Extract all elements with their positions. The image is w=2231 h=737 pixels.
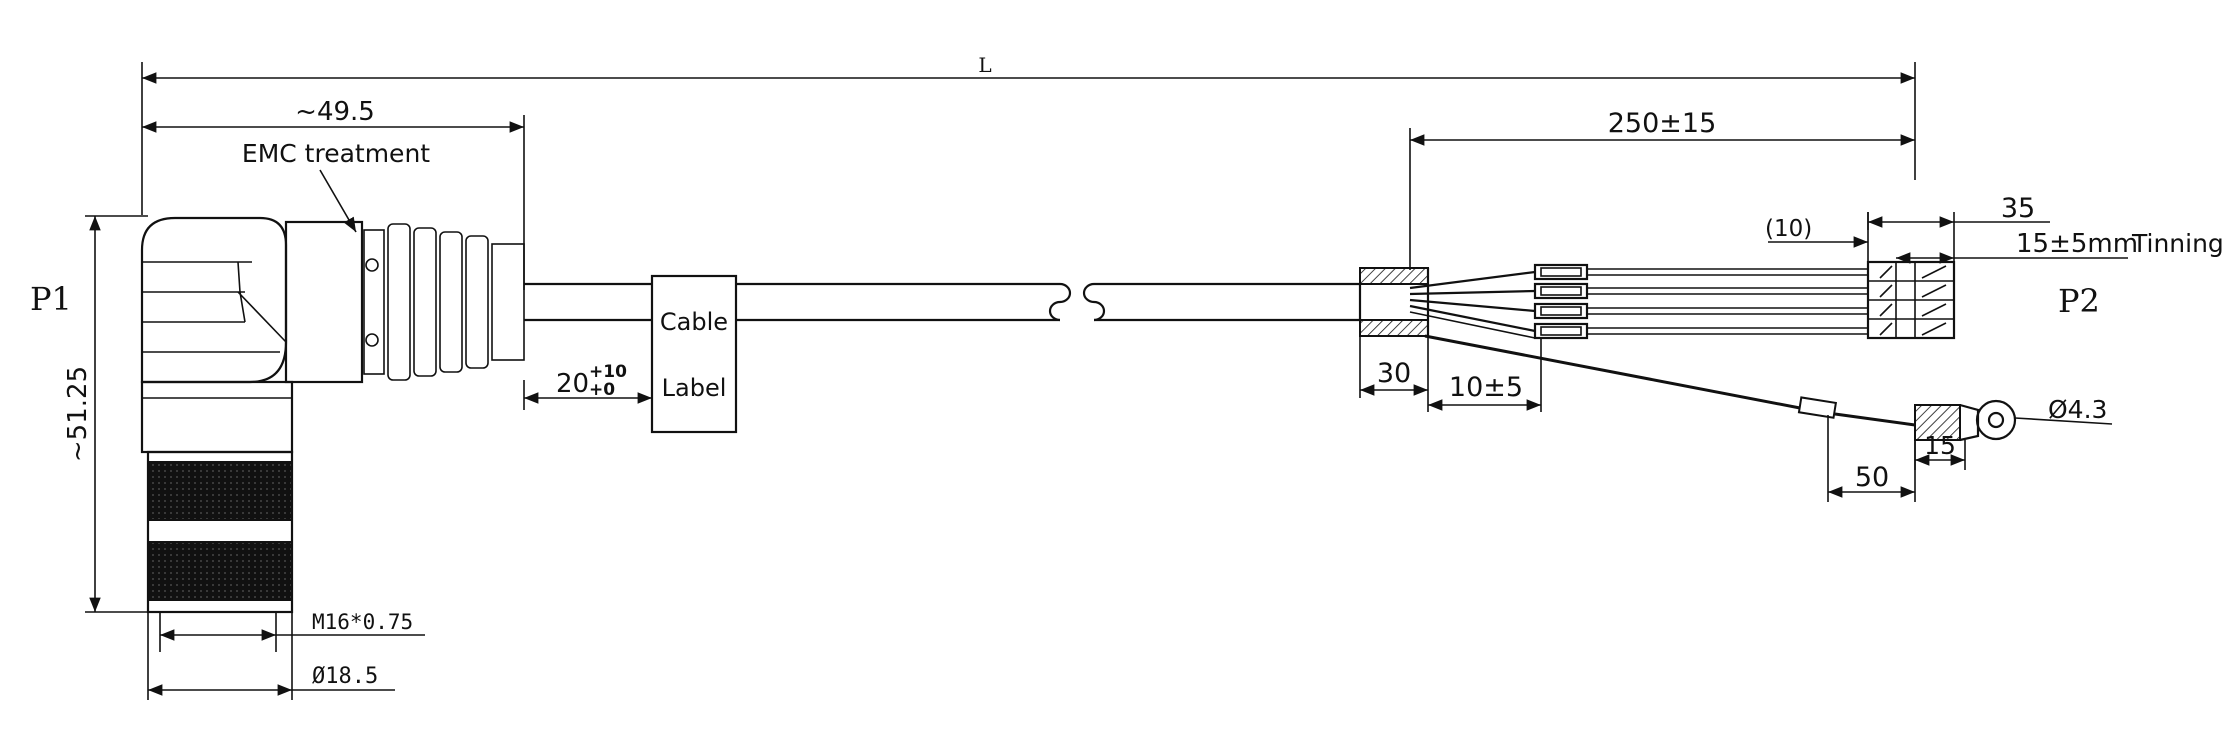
tinning-value: 15±5mm <box>2016 229 2138 259</box>
sleeve-length-text: 30 <box>1377 358 1411 389</box>
dimension-thread: M16*0.75 <box>159 610 425 652</box>
strip-reference-text: (10) <box>1765 216 1812 242</box>
tinning-label: Tinning <box>2131 229 2224 258</box>
dimension-label-offset: 20 +10 +0 <box>523 362 652 410</box>
ring-diameter-text: Ø4.3 <box>2048 395 2107 424</box>
wire-fanout <box>1409 270 1536 339</box>
dimension-breakout-length: 250±15 <box>1409 108 1915 270</box>
p1-label: P1 <box>30 280 72 318</box>
dimension-ring-diameter: Ø4.3 <box>2014 395 2113 425</box>
ground-wire <box>1424 334 2017 442</box>
cable-label-line1: Cable <box>660 308 728 336</box>
strip-length-text: 35 <box>2001 193 2035 224</box>
cable-label-sleeve: Cable Label <box>650 274 738 434</box>
p1-connector <box>140 216 525 614</box>
main-cable <box>524 282 1360 322</box>
dimension-sleeve-length: 30 <box>1359 336 1429 412</box>
ring-length-text: 15 <box>1924 431 1956 460</box>
dimension-ring-length: 15 <box>1914 431 1966 470</box>
label-offset-base: 20 <box>556 369 589 399</box>
emc-treatment-label: EMC treatment <box>242 139 430 168</box>
label-offset-plus: +10 <box>589 362 627 382</box>
connector-height-text: ~51.25 <box>63 366 93 462</box>
dimension-tinning: 15±5mm Tinning <box>1896 229 2224 264</box>
dimension-sleeve-to-ferrule: 10±5 <box>1428 338 1542 412</box>
dimension-overall-length: L <box>141 53 1916 215</box>
ground-marker-offset-text: 50 <box>1855 462 1889 493</box>
overall-length-text: L <box>978 53 991 77</box>
label-offset-minus: +0 <box>589 380 615 400</box>
dimension-ground-marker-offset: 50 <box>1827 415 1916 502</box>
dimension-strip-length: 35 <box>1867 193 2050 262</box>
dimension-body-diameter: Ø18.5 <box>147 612 395 700</box>
breakout-sleeve <box>1358 267 1430 337</box>
tinned-wire-ends <box>1866 260 1956 340</box>
sleeve-to-ferrule-text: 10±5 <box>1449 372 1523 403</box>
p2-label: P2 <box>2058 282 2100 320</box>
connector-length-text: ~49.5 <box>295 97 375 127</box>
breakout-length-text: 250±15 <box>1608 108 1717 139</box>
cable-label-line2: Label <box>662 374 727 402</box>
dimension-connector-height: ~51.25 <box>63 215 148 613</box>
wire-ferrules <box>1533 263 1868 340</box>
dimension-strip-reference: (10) <box>1765 212 1869 262</box>
thread-text: M16*0.75 <box>312 610 413 634</box>
body-diameter-text: Ø18.5 <box>312 664 378 689</box>
